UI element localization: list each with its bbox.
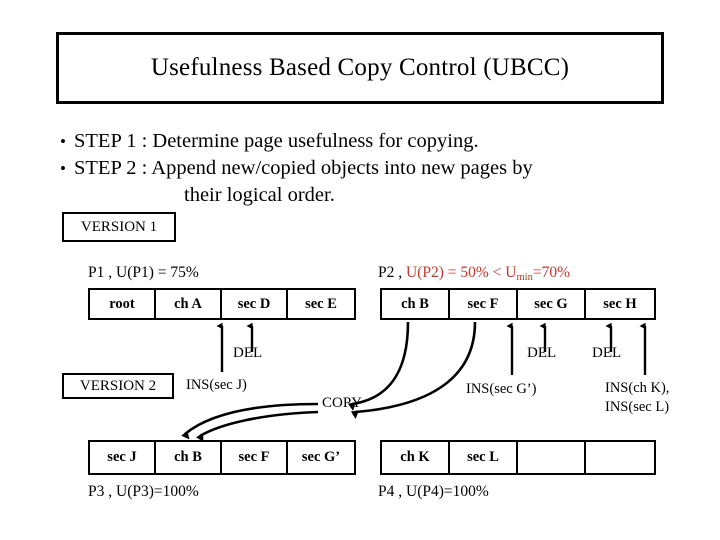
p2-cell-2: sec G [518,290,586,318]
copy-label: COPY [322,395,363,411]
p1-usefulness-label: P1 , U(P1) = 75% [88,264,199,282]
p2-label-prefix: P2 , [378,264,403,281]
p2-cell-3: sec H [603,295,637,312]
bullet-list: • STEP 1 : Determine page usefulness for … [52,128,672,209]
p1-cell-2: sec D [222,290,288,318]
ins-sec-g-label: INS(sec G’) [466,381,537,397]
version-2-label: VERSION 2 [79,377,157,394]
p2-usefulness-label: P2 , U(P2) = 50% < Umin=70% [378,264,570,283]
p2-cell-0: ch B [382,290,450,318]
ins-ch-k-line1: INS(ch K), [605,380,670,396]
p4-cell-1: sec L [450,442,518,473]
p1-cell-3: sec E [305,295,337,312]
list-item: • STEP 1 : Determine page usefulness for … [52,128,672,155]
del-label-3: DEL [592,345,622,361]
p4-label-text: P4 , U(P4)=100% [378,483,489,500]
p3-cell-3: sec G’ [301,449,341,465]
p4-usefulness-label: P4 , U(P4)=100% [378,483,489,501]
p4-page-row: ch K sec L [380,440,656,475]
p3-cell-0: sec J [90,442,156,473]
p1-cell-0: root [90,290,156,318]
ins-ch-k-line2: INS(sec L) [605,399,670,415]
p4-cell-2 [518,442,586,473]
p1-page-row: root ch A sec D sec E [88,288,356,320]
ins-sec-j-label: INS(sec J) [186,377,247,393]
p3-cell-2: sec F [222,442,288,473]
p2-label-subscript: min [516,272,533,283]
bullet-continuation-text: their logical order. [184,184,335,206]
p1-label-text: P1 , U(P1) = 75% [88,264,199,281]
version-1-label: VERSION 1 [80,218,158,235]
p2-label-red: U(P2) = 50% < U [406,264,517,281]
bullet-text: STEP 1 : Determine page usefulness for c… [74,130,479,152]
version-1-badge: VERSION 1 [62,212,176,242]
p3-usefulness-label: P3 , U(P3)=100% [88,483,199,501]
list-item: • STEP 2 : Append new/copied objects into… [52,155,672,182]
p1-cell-1: ch A [156,290,222,318]
del-label-2: DEL [527,345,557,361]
p4-cell-3 [586,442,654,473]
p2-label-red-tail: =70% [532,264,570,281]
p3-page-row: sec J ch B sec F sec G’ [88,440,356,475]
p4-cell-0: ch K [382,442,450,473]
version-2-badge: VERSION 2 [62,373,174,399]
del-label-1: DEL [233,345,263,361]
p2-cell-1: sec F [450,290,518,318]
bullet-dot-icon: • [60,132,66,151]
bullet-text: STEP 2 : Append new/copied objects into … [74,157,533,179]
ins-ch-k-label: INS(ch K), INS(sec L) [605,379,669,417]
title-box: Usefulness Based Copy Control (UBCC) [56,32,664,104]
p3-label-text: P3 , U(P3)=100% [88,483,199,500]
page-title: Usefulness Based Copy Control (UBCC) [150,54,570,81]
bullet-dot-icon: • [60,159,66,178]
p2-page-row: ch B sec F sec G sec H [380,288,656,320]
p3-cell-1: ch B [156,442,222,473]
